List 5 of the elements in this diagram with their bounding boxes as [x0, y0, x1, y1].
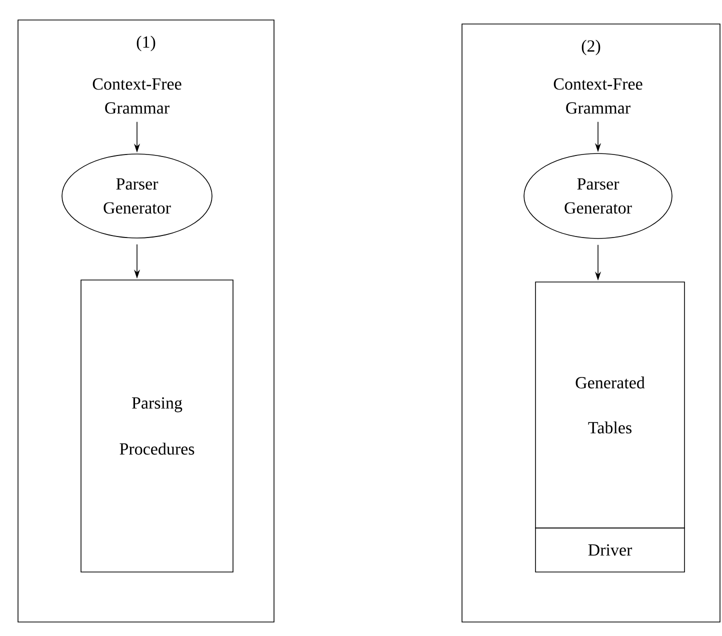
process-box: Driver: [535, 528, 685, 572]
node-text: Context-Free Grammar: [92, 78, 182, 114]
process-box: Generated Tables: [535, 282, 685, 528]
node-text: Context-Free Grammar: [554, 78, 642, 114]
process-box: Parsing Procedures: [80, 280, 234, 572]
